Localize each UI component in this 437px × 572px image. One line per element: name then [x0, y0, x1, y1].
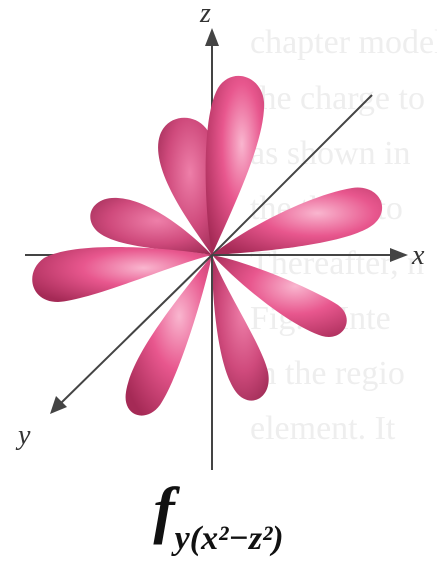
- z-axis-label: z: [199, 0, 211, 29]
- x-axis-arrowhead: [390, 248, 408, 262]
- caption-main: f: [153, 474, 174, 545]
- y-axis-label: y: [15, 420, 31, 451]
- caption-subscript: y(x²−z²): [175, 520, 284, 557]
- x-axis-label: x: [411, 240, 425, 271]
- orbital-caption: fy(x²−z²): [0, 478, 437, 542]
- lobe-right-upper: [212, 188, 382, 255]
- orbital-diagram: z x y: [0, 0, 437, 480]
- z-axis-arrowhead: [205, 28, 219, 46]
